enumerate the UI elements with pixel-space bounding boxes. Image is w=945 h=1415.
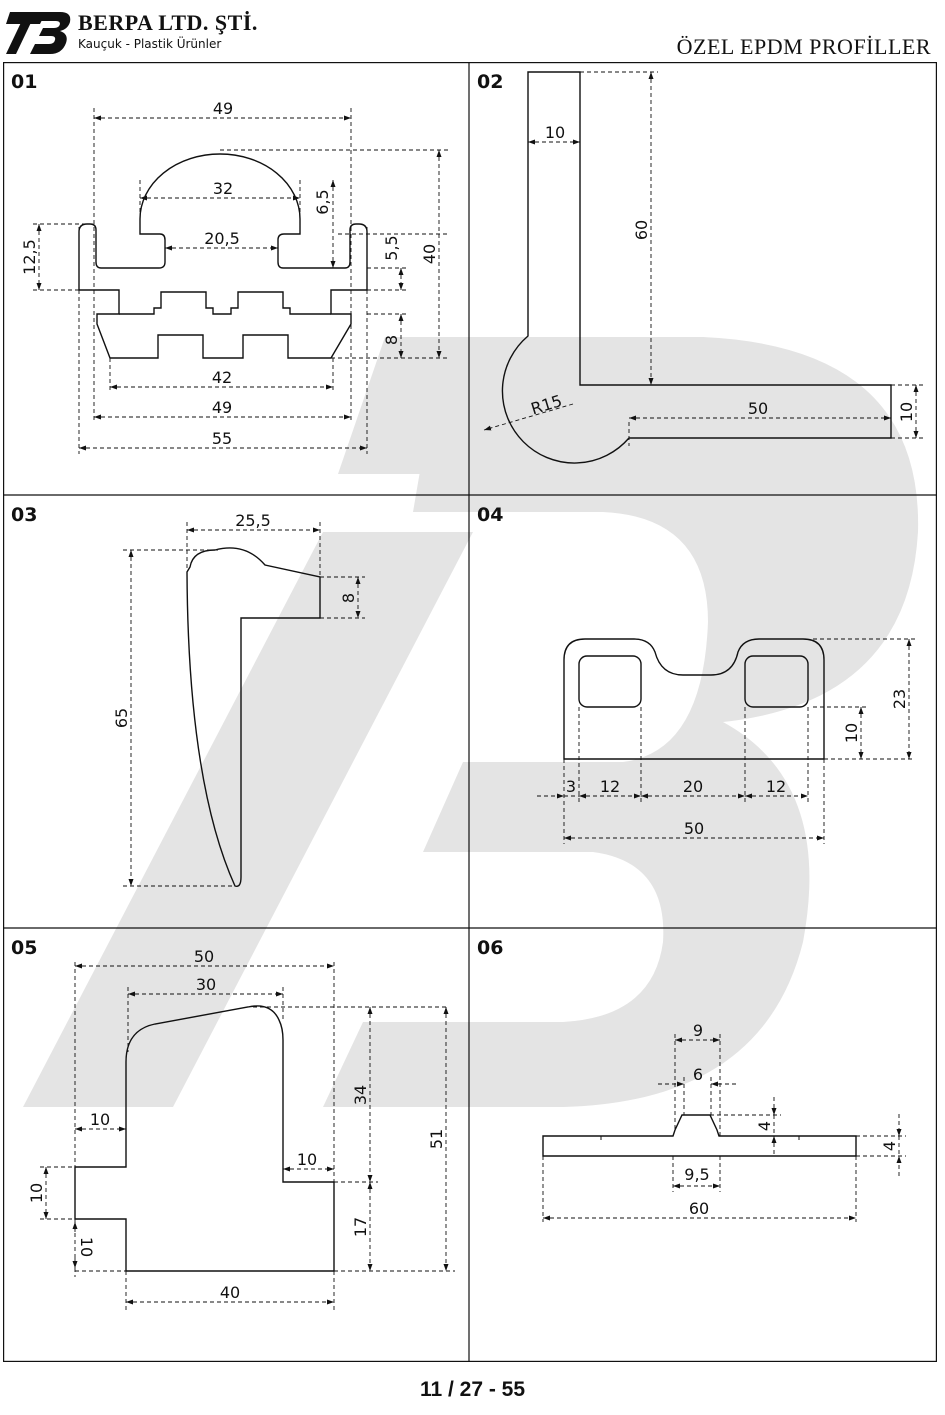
dim-05-base-17: 17 [351, 1217, 370, 1237]
panel-number-04: 04 [477, 504, 503, 526]
dim-04-width-50: 50 [684, 819, 704, 838]
dim-06-nub-height-4: 4 [755, 1121, 774, 1131]
dim-01-lip-6-5: 6,5 [313, 189, 332, 214]
dim-01-base-8: 8 [382, 335, 401, 345]
dim-03-width-25-5: 25,5 [235, 511, 271, 530]
dim-04-height-23: 23 [890, 689, 909, 709]
dim-01-base-42: 42 [212, 368, 232, 387]
profile-01: 49 32 20,5 6,5 12,5 5,5 40 8 42 49 55 [20, 99, 448, 454]
page-code: 11 / 27 - 55 [419, 1378, 526, 1401]
panel-number-06: 06 [477, 937, 503, 959]
dim-01-slot-20-5: 20,5 [204, 229, 240, 248]
dim-01-height-12-5: 12,5 [20, 239, 39, 275]
dim-06-width-60: 60 [689, 1199, 709, 1218]
dim-05-top-30: 30 [196, 975, 216, 994]
company-tagline: Kauçuk - Plastik Ürünler [78, 37, 222, 51]
dim-05-step-10-right: 10 [297, 1150, 317, 1169]
dim-03-height-65: 65 [112, 708, 131, 728]
dim-02-height-60: 60 [632, 220, 651, 240]
dim-04-wall-3: 3 [566, 777, 576, 796]
dim-02-thickness-10: 10 [545, 123, 565, 142]
dim-05-height-51: 51 [427, 1129, 446, 1149]
dim-05-tab-offset-10: 10 [77, 1237, 96, 1257]
dim-04-cavity-10: 10 [842, 723, 861, 743]
panel-number-05: 05 [11, 937, 37, 959]
dim-01-overall-55: 55 [212, 429, 232, 448]
dim-05-height-34: 34 [351, 1085, 370, 1105]
panel-number-03: 03 [11, 504, 37, 526]
dim-01-arc-32: 32 [213, 179, 233, 198]
watermark-logo [23, 337, 919, 1107]
dim-02-thickness-10-right: 10 [897, 402, 916, 422]
dim-04-cavity-12-right: 12 [766, 777, 786, 796]
dim-05-step-10-left: 10 [90, 1110, 110, 1129]
dim-06-base-9-5: 9,5 [684, 1165, 709, 1184]
page-header: BERPA LTD. ŞTİ. Kauçuk - Plastik Ürünler… [0, 0, 945, 62]
profile-05: 50 30 34 51 10 10 10 17 10 40 [27, 947, 455, 1310]
document-title: ÖZEL EPDM PROFİLLER [676, 34, 931, 59]
dim-01-width-49-lower: 49 [212, 398, 232, 417]
dim-01-groove-5-5: 5,5 [382, 235, 401, 260]
dim-01-width-49: 49 [213, 99, 233, 118]
dim-06-top-9: 9 [693, 1021, 703, 1040]
dim-06-nub-6: 6 [693, 1065, 703, 1084]
dim-04-middle-20: 20 [683, 777, 703, 796]
drawing-sheet: 01 02 03 04 05 06 [3, 62, 937, 1362]
dim-06-thickness-4: 4 [880, 1141, 899, 1151]
dim-05-base-40: 40 [220, 1283, 240, 1302]
panel-grid [3, 62, 937, 1362]
profile-06: 9 6 4 4 9,5 60 [542, 1021, 906, 1222]
profile-03: 25,5 8 65 [112, 511, 365, 887]
dim-05-width-50: 50 [194, 947, 214, 966]
company-name: BERPA LTD. ŞTİ. [78, 10, 258, 35]
berpa-logo-icon [6, 12, 71, 54]
dim-05-tab-10: 10 [27, 1183, 46, 1203]
dim-01-height-40: 40 [420, 244, 439, 264]
panel-number-02: 02 [477, 71, 503, 93]
dim-04-cavity-12-left: 12 [600, 777, 620, 796]
dim-02-length-50: 50 [748, 399, 768, 418]
panel-number-01: 01 [11, 71, 37, 93]
dim-03-lip-8: 8 [339, 593, 358, 603]
profile-04: 23 10 3 12 20 12 50 [537, 638, 915, 844]
